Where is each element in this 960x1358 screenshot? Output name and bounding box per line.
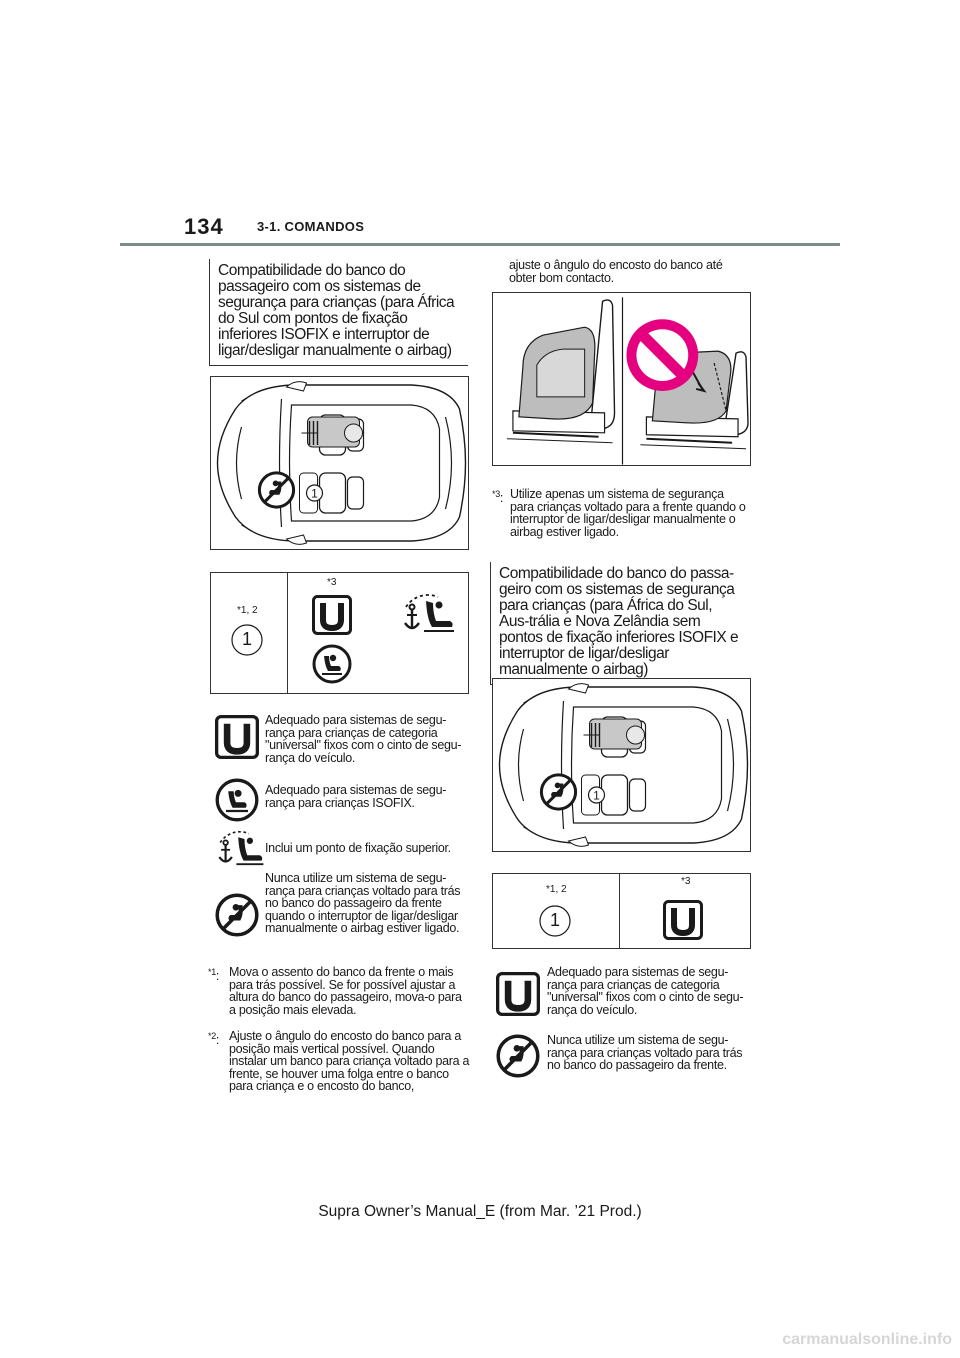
footnote-1: *1: Mova o assento do banco da frente o …	[208, 966, 470, 1016]
legend-top-tether-text: Inclui um ponto de fixação superior.	[265, 841, 451, 855]
top-tether-anchor-icon	[398, 593, 458, 633]
footnote-3-mark: *3	[492, 489, 500, 499]
isofix-seat-icon	[312, 644, 352, 684]
seat-position-badge-icon	[539, 905, 571, 937]
watermark[interactable]: carmanualsonline.info	[782, 1331, 952, 1348]
section-title: 3-1. COMANDOS	[257, 219, 365, 234]
footnote-3: *3: Utilize apenas um sistema de seguran…	[492, 488, 750, 538]
footnote-2-mark: *2	[208, 1031, 216, 1041]
right-compat-table: *1, 2 *3 1	[492, 873, 751, 949]
table-divider	[619, 874, 620, 948]
legend-prohibited-icon	[496, 1034, 540, 1078]
col1-note: *1, 2	[546, 884, 567, 895]
footnote-1-mark: *1	[208, 967, 216, 977]
legend-universal-text: Adequado para sistemas de segu-rança par…	[547, 965, 744, 1017]
footnote-3-text: Utilize apenas um sistema de segurança p…	[510, 487, 746, 539]
legend-top-tether-icon	[213, 830, 267, 866]
footnote-2-text: Ajuste o ângulo do encosto do banco para…	[229, 1029, 470, 1094]
left-car-diagram: 1	[210, 376, 469, 550]
legend-prohibited-text: Nunca utilize um sistema de segu-rança p…	[547, 1033, 743, 1073]
footnote-2-continuation: ajuste o ângulo do encosto do banco até …	[509, 258, 723, 285]
seat-comparison-figure	[492, 292, 751, 466]
left-compat-table: *1, 2 *3 1	[210, 572, 469, 694]
legend-isofix-text: Adequado para sistemas de segu-rança par…	[265, 783, 447, 810]
universal-u-icon	[312, 595, 352, 635]
universal-u-icon	[663, 900, 703, 940]
seat-position-badge-icon	[231, 624, 263, 656]
svg-text:1: 1	[593, 789, 600, 803]
col2-note: *3	[681, 876, 691, 887]
seat-position-badge: 1	[549, 910, 560, 930]
legend-universal-u-icon	[496, 972, 540, 1016]
legend-isofix-icon	[215, 778, 259, 822]
table-divider	[287, 573, 288, 693]
footer-text: Supra Owner’s Manual_E (from Mar. ’21 Pr…	[318, 1203, 642, 1220]
legend-prohibited-text: Nunca utilize um sistema de segu-rança p…	[265, 871, 461, 936]
legend-universal-text: Adequado para sistemas de segu-rança par…	[265, 713, 462, 765]
col1-note: *1, 2	[237, 605, 258, 616]
legend-prohibited-icon	[215, 893, 259, 937]
col2-note: *3	[327, 577, 337, 588]
left-section-heading: Compatibilidade do banco do passageiro c…	[209, 259, 468, 366]
footnote-1-text: Mova o assento do banco da frente o mais…	[229, 965, 462, 1017]
legend-universal-u-icon	[215, 715, 259, 759]
right-car-diagram: 1	[492, 678, 751, 852]
svg-text:1: 1	[311, 487, 318, 501]
header-rule	[120, 243, 840, 246]
footnote-2: *2: Ajuste o ângulo do encosto do banco …	[208, 1029, 470, 1094]
right-section-heading: Compatibilidade do banco do passa-geiro …	[490, 562, 749, 685]
seat-position-badge: 1	[241, 629, 252, 649]
page-number: 134	[184, 214, 224, 239]
